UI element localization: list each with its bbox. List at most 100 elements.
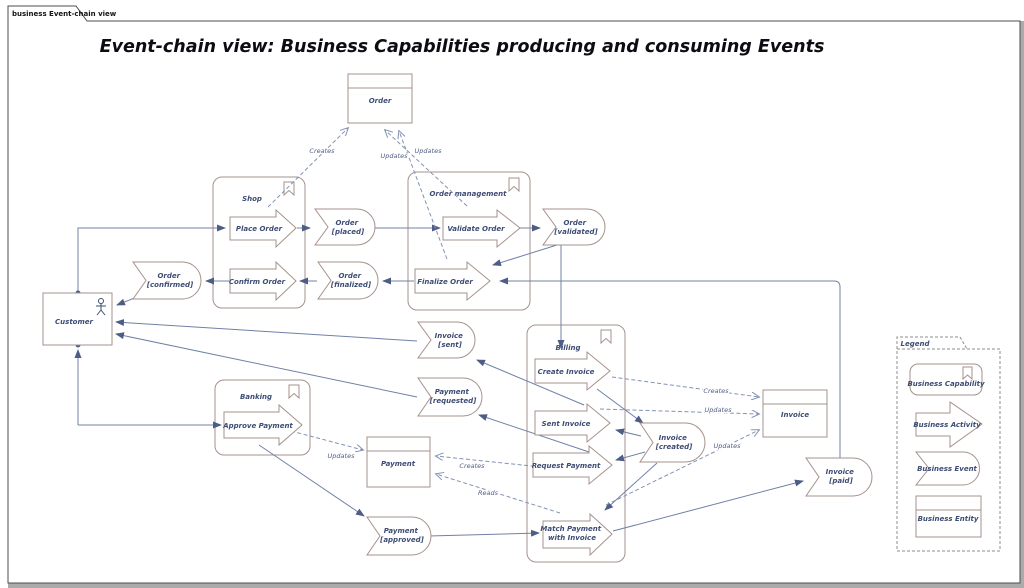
activity-finalize-order-shape[interactable] [414, 260, 491, 302]
capability-billing[interactable]: Billing [526, 324, 626, 563]
flow-invoice-paid-finalize-order[interactable] [499, 277, 841, 458]
bottom-edge-strip [8, 583, 1024, 588]
access-request-payment-creates-payment[interactable] [436, 456, 542, 468]
event-order-placed[interactable]: Order [placed] [314, 208, 376, 246]
event-invoice-created-label: Invoice [created] [655, 434, 693, 451]
activity-confirm-order-shape[interactable] [229, 260, 297, 302]
activity-sent-invoice-shape[interactable] [534, 402, 611, 444]
activity-match-payment-label: Match Payment with Invoice [540, 525, 603, 542]
activity-approve-payment[interactable]: Approve Payment [222, 403, 303, 447]
event-invoice-sent-shape[interactable] [417, 321, 476, 359]
activity-approve-payment-shape[interactable] [223, 403, 303, 447]
event-payment-approved-shape[interactable] [366, 516, 432, 556]
activity-request-payment-shape[interactable] [532, 444, 613, 486]
view-tab-label: business Event-chain view [12, 10, 117, 18]
flow-request-payment-payment-requested[interactable] [478, 414, 590, 453]
activity-request-payment[interactable]: Request Payment [532, 444, 613, 486]
event-payment-approved[interactable]: Payment [approved] [366, 516, 432, 556]
entity-order[interactable]: Order [347, 73, 413, 124]
event-payment-requested-label: Payment [requested] [429, 388, 477, 405]
legend-event-shape[interactable] [914, 451, 980, 486]
actor-customer[interactable]: Customer [42, 292, 113, 346]
activity-validate-order[interactable]: Validate Order [442, 208, 521, 249]
flow-payment-requested-customer[interactable] [115, 332, 418, 398]
entity-invoice[interactable]: Invoice [762, 389, 828, 438]
entity-invoice-label: Invoice [781, 411, 810, 419]
capability-billing-shape[interactable] [526, 324, 626, 563]
flow-match-payment-invoice-paid[interactable] [612, 479, 804, 532]
entity-payment[interactable]: Payment [366, 436, 431, 488]
capability-icon [283, 181, 295, 197]
activity-validate-order-shape[interactable] [442, 208, 521, 249]
flow-connectors [74, 224, 841, 537]
event-order-confirmed-label: Order [confirmed] [146, 272, 194, 289]
legend-entity-shape[interactable] [915, 495, 982, 538]
event-payment-requested[interactable]: Payment [requested] [417, 377, 483, 417]
flow-payment-approved-match-payment[interactable] [428, 529, 540, 537]
event-invoice-paid-shape[interactable] [805, 457, 873, 497]
flow-invoice-created-sent-invoice[interactable] [615, 428, 642, 437]
event-order-confirmed[interactable]: Order [confirmed] [132, 261, 202, 300]
relation-label-updates-order-2: Updates [415, 147, 443, 155]
legend-capability-label: Business Capability [907, 380, 985, 388]
event-invoice-paid[interactable]: Invoice [paid] [805, 457, 873, 497]
access-sent-invoice-updates-invoice[interactable] [599, 408, 759, 414]
activity-confirm-order[interactable]: Confirm Order [229, 260, 297, 302]
activity-sent-invoice[interactable]: Sent Invoice [534, 402, 611, 444]
access-place-order-creates-order[interactable] [267, 128, 348, 208]
capability-order-management-label: Order management [430, 190, 508, 198]
access-approve-payment-updates-payment[interactable] [290, 430, 363, 450]
activity-match-payment[interactable]: Match Payment with Invoice [540, 512, 613, 557]
activity-place-order-shape[interactable] [229, 208, 297, 249]
entity-invoice-shape[interactable] [762, 389, 828, 438]
activity-match-payment-shape[interactable] [542, 512, 613, 557]
activity-finalize-order[interactable]: Finalize Order [414, 260, 491, 302]
relation-label-creates-invoice: Creates [703, 387, 729, 395]
event-invoice-paid-label: Invoice [paid] [826, 468, 857, 485]
flow-create-invoice-invoice-created[interactable] [596, 388, 644, 424]
event-order-placed-shape[interactable] [314, 208, 376, 246]
event-invoice-created[interactable]: Invoice [created] [639, 422, 706, 463]
access-match-payment-updates-invoice[interactable] [605, 430, 759, 506]
capability-banking-label: Banking [240, 393, 272, 401]
activity-create-invoice[interactable]: Create Invoice [534, 350, 611, 392]
legend-activity-shape[interactable] [915, 401, 983, 448]
capability-icon [508, 177, 520, 193]
event-order-confirmed-shape[interactable] [132, 261, 202, 300]
access-match-payment-reads-payment[interactable] [436, 474, 561, 514]
entity-order-label: Order [369, 97, 392, 105]
flow-approve-payment-payment-approved[interactable] [258, 444, 365, 517]
flow-customer-place-order[interactable] [77, 224, 226, 293]
actor-icon [96, 298, 106, 316]
flow-order-validated-finalize-order[interactable] [492, 244, 558, 266]
legend: Legend Business Capability Business Acti… [896, 336, 1001, 552]
event-invoice-created-shape[interactable] [639, 422, 706, 463]
event-invoice-sent[interactable]: Invoice [sent] [417, 321, 476, 359]
relation-label-updates-order-1: Updates [381, 152, 409, 160]
access-create-invoice-creates-invoice[interactable] [611, 376, 759, 397]
flow-invoice-created-request-payment[interactable] [615, 451, 646, 462]
activity-place-order[interactable]: Place Order [229, 208, 297, 249]
actor-customer-shape[interactable] [42, 292, 113, 346]
relation-label-creates-payment: Creates [459, 462, 485, 470]
flow-invoice-sent-customer[interactable] [115, 319, 418, 342]
access-connectors: Creates Updates Updates Updates Creates … [267, 128, 759, 514]
event-order-finalized[interactable]: Order [finalized] [317, 261, 379, 300]
entity-payment-shape[interactable] [366, 436, 431, 488]
legend-tab [896, 336, 968, 350]
capability-billing-label: Billing [556, 344, 581, 352]
event-payment-requested-shape[interactable] [417, 377, 483, 417]
activity-finalize-order-label: Finalize Order [417, 278, 473, 286]
activity-create-invoice-shape[interactable] [534, 350, 611, 392]
flow-sent-invoice-invoice-sent[interactable] [476, 359, 585, 406]
event-order-validated-shape[interactable] [542, 208, 606, 246]
event-order-validated-label: Order [validated] [553, 219, 598, 236]
access-validate-order-updates-order[interactable] [385, 130, 468, 207]
relation-label-updates-payment: Updates [328, 452, 356, 460]
entity-order-shape[interactable] [347, 73, 413, 124]
event-order-validated[interactable]: Order [validated] [542, 208, 606, 246]
event-order-finalized-shape[interactable] [317, 261, 379, 300]
access-finalize-order-updates-order[interactable] [399, 131, 448, 260]
flow-invoice-created-match-payment[interactable] [604, 462, 658, 511]
